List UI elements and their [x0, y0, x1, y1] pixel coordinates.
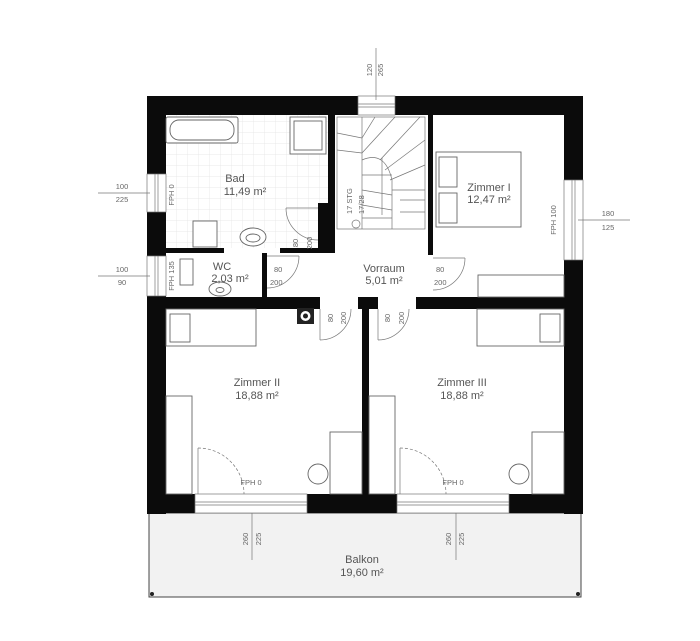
room-vorraum-name: Vorraum: [363, 263, 405, 275]
balcony: [148, 512, 582, 598]
room-zimmer2-area: 18,88 m²: [235, 390, 279, 402]
desk-zimmer-2: [165, 395, 193, 495]
room-zimmer1-area: 12,47 m²: [467, 194, 511, 206]
stairs-label-ratio: 17/28: [357, 195, 366, 214]
room-bad-area: 11,49 m²: [224, 186, 267, 198]
stool-zimmer-2: [307, 463, 329, 485]
door-bad-width: 80: [291, 239, 300, 247]
dim-right-a: 180: [602, 209, 615, 218]
bed-zimmer-2: [165, 308, 257, 347]
toilet-bath: [192, 220, 218, 248]
room-zimmer1-name: Zimmer I: [467, 182, 510, 194]
stool-zimmer-3: [508, 463, 530, 485]
fph-zimmer-3: FPH 0: [442, 478, 463, 487]
room-zimmer2-name: Zimmer II: [234, 377, 280, 389]
dim-left2-a: 100: [116, 265, 129, 274]
door-z3-width: 80: [383, 314, 392, 322]
staircase: [336, 116, 426, 230]
shower: [289, 116, 327, 155]
bed-zimmer-1: [435, 151, 522, 228]
bed-zimmer-3: [476, 308, 565, 347]
dim-left2-b: 90: [118, 278, 126, 287]
room-zimmer3-area: 18,88 m²: [440, 390, 484, 402]
door-z2-width: 80: [326, 314, 335, 322]
dim-left1-b: 225: [116, 195, 129, 204]
dim-top-b: 265: [376, 64, 385, 77]
washing-machine-icon: [297, 308, 314, 324]
room-wc-area: 2,03 m²: [211, 273, 249, 285]
dim-right-b: 125: [602, 223, 615, 232]
fph-zimmer-1: FPH 100: [549, 205, 558, 235]
door-wc-height: 200: [270, 278, 283, 287]
balkon-dim-right-b: 225: [457, 533, 466, 546]
door-z1-width: 80: [436, 265, 444, 274]
room-balkon-area: 19,60 m²: [340, 567, 384, 579]
toilet-wc: [179, 258, 194, 286]
dim-top-a: 120: [365, 64, 374, 77]
walls: [147, 96, 583, 514]
bathtub: [165, 116, 239, 144]
desk-zimmer-3: [368, 395, 396, 495]
room-zimmer3-name: Zimmer III: [437, 377, 487, 389]
fph-bad: FPH 0: [167, 184, 176, 205]
stairs-label-steps: 17 STG: [345, 188, 354, 214]
door-wc-width: 80: [274, 265, 282, 274]
chair-zimmer-3: [531, 431, 565, 495]
room-balkon-name: Balkon: [345, 554, 379, 566]
dimension-lines: [98, 48, 630, 560]
doors: [197, 207, 466, 495]
fph-zimmer-2: FPH 0: [240, 478, 261, 487]
room-wc-name: WC: [213, 261, 231, 273]
door-bad-height: 200: [305, 237, 314, 250]
sink-bath: [239, 227, 267, 247]
balkon-dim-left-b: 225: [254, 533, 263, 546]
chair-zimmer-2: [329, 431, 363, 495]
door-z1-height: 200: [434, 278, 447, 287]
balkon-dim-right-a: 260: [444, 533, 453, 546]
room-bad-name: Bad: [225, 173, 245, 185]
room-vorraum-area: 5,01 m²: [365, 275, 403, 287]
sink-wc: [208, 281, 232, 297]
door-z3-height: 200: [397, 312, 406, 325]
wardrobe-zimmer-1: [477, 274, 565, 298]
fph-wc: FPH 135: [167, 261, 176, 291]
balkon-dim-left-a: 260: [241, 533, 250, 546]
dim-left1-a: 100: [116, 182, 129, 191]
door-z2-height: 200: [339, 312, 348, 325]
windows: [146, 95, 584, 514]
